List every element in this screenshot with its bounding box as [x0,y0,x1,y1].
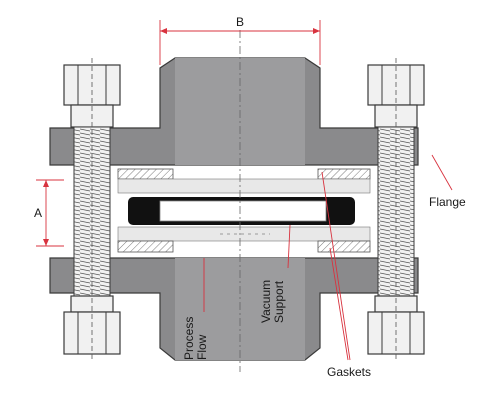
flange-label: Flange [429,195,466,209]
gaskets-leader-2 [321,171,351,361]
flange-leader [431,154,453,191]
upper-gasket-band [117,178,371,194]
dimension-b-label: B [236,15,244,29]
process-flow-label-line1: Process [182,317,196,360]
process-flow-label-line2: Flow [195,334,209,360]
right-bolt [367,58,425,362]
left-bolt [63,58,121,362]
gaskets-label: Gaskets [327,365,371,379]
gaskets-leader-1 [329,247,349,361]
dimension-a-label: A [34,206,42,220]
vacuum-support-leader [287,224,291,269]
lower-gasket-left [117,240,174,253]
vacuum-support-label-line1: Vacuum [259,280,273,323]
dimension-b [159,20,321,65]
lower-gasket-right [317,240,371,253]
dimension-a [36,179,64,247]
vacuum-support-insert [159,200,327,222]
upper-gasket-right [317,168,371,180]
vacuum-support-label-line2: Support [272,280,286,323]
upper-gasket-left [117,168,174,180]
